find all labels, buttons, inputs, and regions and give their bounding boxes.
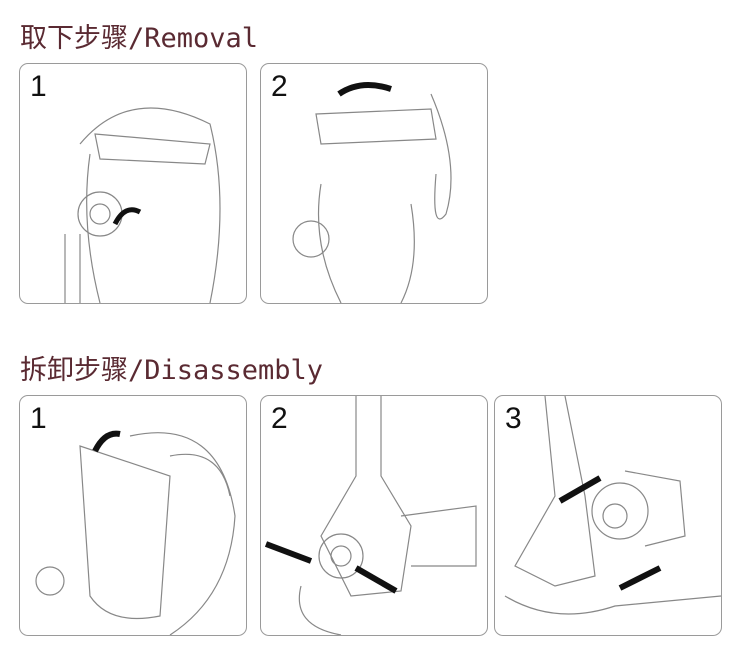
headgear-removal-illustration [35,430,236,635]
rotate-arrow-icon [92,430,121,453]
step-number: 1 [30,70,47,103]
mask-lift-illustration [292,82,452,303]
elbow-removal-illustration [264,396,477,635]
removal-step-1: 1 [19,63,247,304]
push-arrow-icon-right [354,565,398,594]
push-arrow-icon-upper [558,475,602,504]
step-number: 2 [271,402,288,435]
disassembly-heading: 拆卸步骤/Disassembly [20,355,324,386]
step-number: 2 [271,70,288,103]
step-number: 3 [505,402,522,435]
lift-arrow-icon [337,82,392,97]
rotate-arrow-icon [112,207,142,226]
disassembly-step-3: 3 [494,395,722,636]
removal-heading: 取下步骤/Removal [20,23,259,54]
push-arrow-icon-left [264,541,313,564]
removal-step-2: 2 [260,63,488,304]
cushion-removal-illustration [504,396,721,615]
disassembly-step-1: 1 [19,395,247,636]
disassembly-step-2: 2 [260,395,488,636]
step-number: 1 [30,402,47,435]
push-arrow-icon-lower [618,565,662,591]
head-with-mask-illustration [64,107,221,303]
